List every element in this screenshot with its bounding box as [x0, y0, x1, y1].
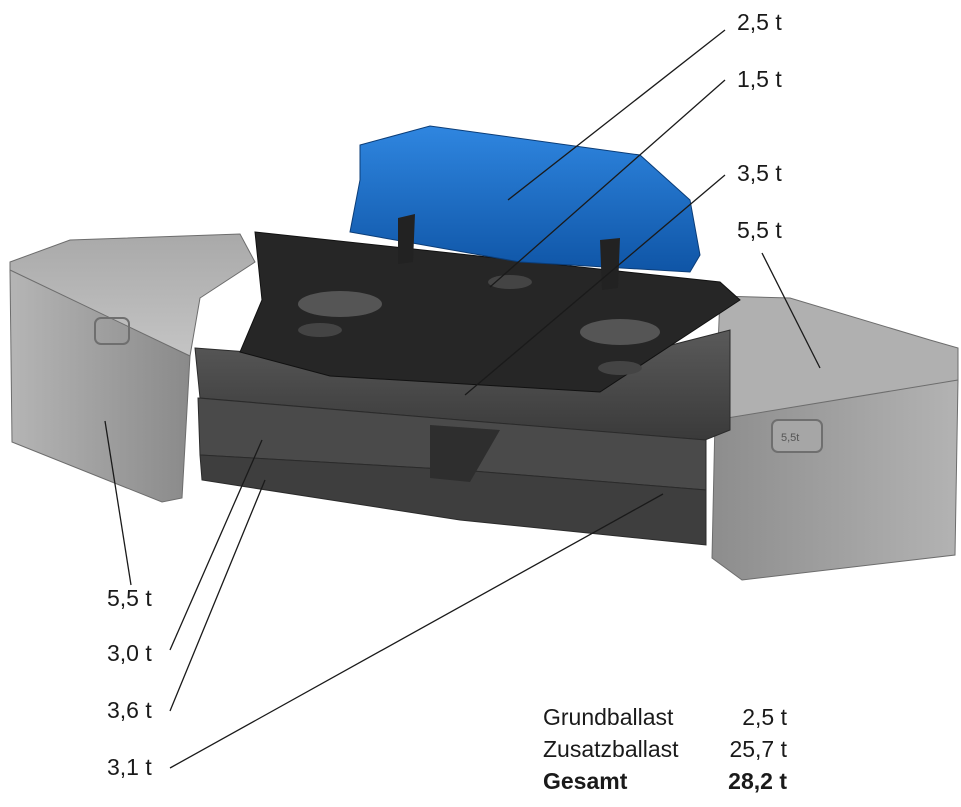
leader-line-lower-1 — [169, 439, 263, 651]
label-top-1: 2,5 t — [737, 9, 782, 35]
label-left-side: 5,5 t — [107, 585, 152, 611]
label-top-3: 3,5 t — [737, 160, 782, 186]
label-lower-3: 3,1 t — [107, 754, 152, 780]
plate-marking: 5,5t — [781, 432, 799, 444]
leader-line-lower-2 — [169, 479, 266, 712]
summary-label: Grundballast — [543, 704, 674, 730]
summary-value: 28,2 t — [728, 768, 787, 794]
label-right-side: 5,5 t — [737, 217, 782, 243]
right-side-ballast: 5,5t — [711, 295, 959, 581]
ballast-summary-table: Grundballast 2,5 t Zusatzballast 25,7 t … — [543, 704, 787, 800]
leader-line-top-1 — [507, 29, 726, 201]
leader-line-left — [104, 420, 132, 586]
label-top-2: 1,5 t — [737, 66, 782, 92]
label-lower-2: 3,6 t — [107, 697, 152, 723]
summary-row-zusatzballast: Zusatzballast 25,7 t — [543, 736, 787, 768]
center-ballast-stack — [194, 329, 731, 546]
blue-top-ballast — [349, 125, 701, 290]
summary-row-gesamt: Gesamt 28,2 t — [543, 768, 787, 800]
leader-line-right — [761, 252, 821, 369]
summary-label: Gesamt — [543, 768, 628, 794]
summary-row-grundballast: Grundballast 2,5 t — [543, 704, 787, 736]
label-lower-1: 3,0 t — [107, 640, 152, 666]
leader-lines — [104, 29, 821, 769]
summary-value: 25,7 t — [729, 736, 787, 762]
left-side-ballast — [9, 233, 256, 503]
summary-label: Zusatzballast — [543, 736, 679, 762]
leader-line-top-2 — [489, 79, 726, 288]
leader-line-top-3 — [464, 174, 726, 396]
summary-value: 2,5 t — [742, 704, 787, 730]
leader-line-lower-3 — [169, 493, 664, 769]
